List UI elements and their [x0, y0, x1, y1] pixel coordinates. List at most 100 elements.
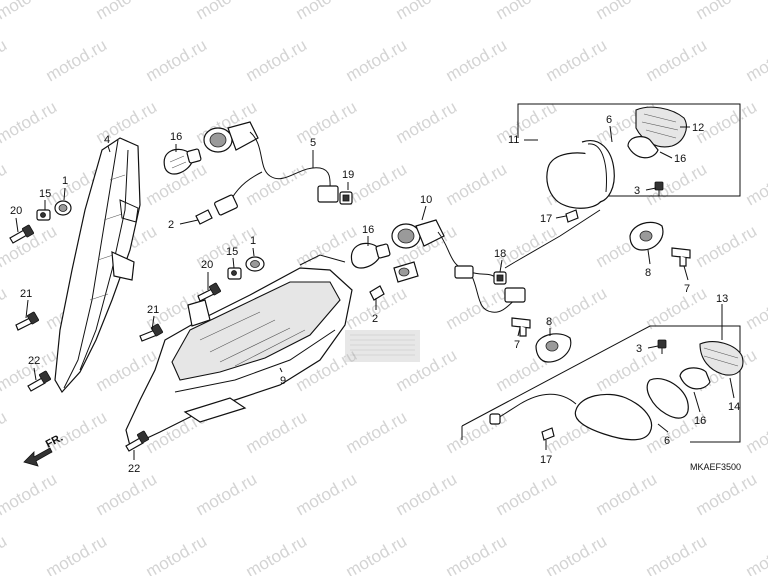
callout-16-b: 16: [362, 224, 374, 236]
watermark-text: motod.ru: [0, 469, 60, 519]
callout-2-b: 2: [372, 313, 378, 325]
callout-10: 10: [420, 194, 432, 206]
watermark-text: motod.ru: [493, 221, 561, 271]
bulb-part-16d[interactable]: [679, 367, 711, 390]
callout-20-b: 20: [201, 259, 213, 271]
callout-2-a: 2: [168, 219, 174, 231]
side-cover-part[interactable]: [54, 137, 141, 394]
wedge-bulb-part-2a[interactable]: [195, 209, 213, 225]
callout-16-d: 16: [694, 415, 706, 427]
watermark-text: motod.ru: [743, 407, 768, 457]
winker-gasket-part-6b[interactable]: [646, 378, 689, 419]
watermark-text: motod.ru: [193, 0, 261, 23]
callout-8-b: 8: [546, 316, 552, 328]
screw-part-20a[interactable]: [9, 224, 34, 244]
honda-emblem-faint: [345, 330, 420, 362]
bulb-part-16c[interactable]: [627, 136, 659, 159]
watermark-text: motod.ru: [443, 283, 511, 333]
socket-part-lower-bulb[interactable]: [393, 261, 419, 283]
wire-harness-part-5[interactable]: [214, 131, 339, 216]
watermark-text: motod.ru: [743, 35, 768, 85]
watermark-text: motod.ru: [493, 0, 561, 23]
callout-9: 9: [280, 375, 286, 387]
watermark-text: motod.ru: [543, 283, 611, 333]
watermark-text: motod.ru: [343, 531, 411, 576]
screw-part-22a[interactable]: [27, 370, 51, 392]
watermark-text: motod.ru: [443, 531, 511, 576]
callout-3-a: 3: [634, 185, 640, 197]
grommet-part-15a[interactable]: [36, 209, 51, 221]
callout-1-b: 1: [250, 235, 256, 247]
watermark-text: motod.ru: [693, 469, 761, 519]
wire-harness-part-10[interactable]: [437, 231, 526, 313]
watermark-text: motod.ru: [143, 531, 211, 576]
rubber-cushion-part-1a[interactable]: [54, 200, 72, 216]
clip-part-17a[interactable]: [565, 209, 579, 223]
watermark-text: motod.ru: [343, 407, 411, 457]
watermark-text: motod.ru: [43, 531, 111, 576]
callout-22-a: 22: [28, 355, 40, 367]
winker-lens-part-14[interactable]: [699, 341, 744, 376]
watermark-text: motod.ru: [693, 0, 761, 23]
screw-part-3a[interactable]: [654, 181, 664, 196]
callout-21-a: 21: [20, 288, 32, 300]
winker-frame-part-11: [517, 103, 741, 197]
screw-part-20b[interactable]: [197, 282, 221, 302]
watermark-text: motod.ru: [593, 0, 661, 23]
leader-lines: [15, 125, 735, 460]
clip-part-19[interactable]: [339, 191, 353, 205]
screw-part-21b[interactable]: [139, 323, 163, 342]
watermark-text: motod.ru: [393, 0, 461, 23]
winker-housing-part-6a[interactable]: [546, 140, 615, 209]
winker-frame-part-13: [461, 325, 741, 443]
watermark-text: motod.ru: [43, 35, 111, 85]
watermark-text: motod.ru: [193, 469, 261, 519]
callout-6-b: 6: [664, 435, 670, 447]
watermark-text: motod.ru: [243, 531, 311, 576]
callout-20-a: 20: [10, 205, 22, 217]
callout-12: 12: [692, 122, 704, 134]
rubber-mount-part-8b[interactable]: [535, 333, 572, 363]
wedge-bulb-part-2b[interactable]: [369, 285, 385, 301]
collar-part-7a[interactable]: [671, 247, 691, 267]
grommet-part-15b[interactable]: [227, 267, 242, 280]
watermark-text: motod.ru: [743, 283, 768, 333]
watermark-text: motod.ru: [643, 531, 711, 576]
callout-7-a: 7: [684, 283, 690, 295]
callout-16-a: 16: [170, 131, 182, 143]
callout-19: 19: [342, 169, 354, 181]
watermark-text: motod.ru: [343, 35, 411, 85]
watermark-text: motod.ru: [0, 531, 10, 576]
screw-part-3b[interactable]: [657, 339, 667, 354]
watermark-text: motod.ru: [0, 35, 10, 85]
collar-part-7b[interactable]: [511, 317, 531, 337]
bulb-socket-part-5[interactable]: [203, 121, 259, 153]
tail-light-assembly-part[interactable]: [125, 254, 353, 447]
callout-numbers: 4 16 5 19 2 1 15 20 21 22 15 1 20 21 9 2…: [10, 114, 740, 475]
rubber-cushion-part-1b[interactable]: [245, 256, 265, 272]
callout-21-b: 21: [147, 304, 159, 316]
bulb-part-16a[interactable]: [163, 148, 202, 175]
screw-part-22b[interactable]: [125, 430, 149, 452]
winker-stay-wire[interactable]: [504, 209, 601, 269]
clip-part-17b[interactable]: [541, 427, 555, 441]
winker-stay-wire-left[interactable]: [489, 393, 577, 425]
callout-17-b: 17: [540, 454, 552, 466]
screw-part-21a[interactable]: [15, 311, 39, 331]
callout-18: 18: [494, 248, 506, 260]
watermark-text: motod.ru: [443, 159, 511, 209]
watermark-text: motod.ru: [293, 97, 361, 147]
bulb-part-16b[interactable]: [350, 242, 391, 269]
bulb-socket-part-10[interactable]: [391, 219, 445, 249]
callout-8-a: 8: [645, 267, 651, 279]
callout-6-a: 6: [606, 114, 612, 126]
callout-13: 13: [716, 293, 728, 305]
callout-11: 11: [508, 134, 519, 146]
rubber-mount-part-8a[interactable]: [629, 221, 664, 251]
winker-housing-part-6b[interactable]: [574, 393, 653, 441]
watermark-text: motod.ru: [0, 159, 10, 209]
watermark-text: motod.ru: [693, 221, 761, 271]
watermark-text: motod.ru: [0, 283, 10, 333]
clip-part-18[interactable]: [493, 271, 507, 285]
